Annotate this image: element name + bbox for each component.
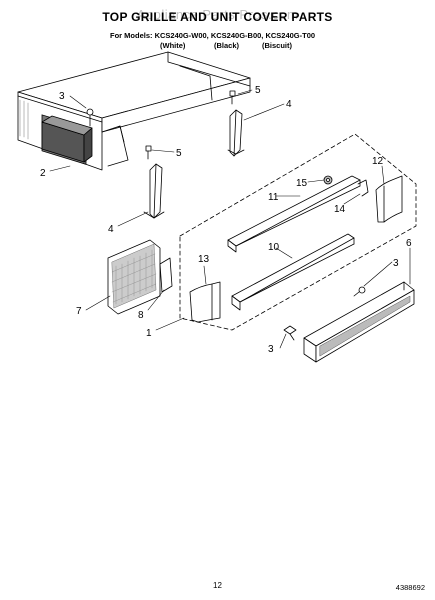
callout-3a: 3	[59, 91, 65, 102]
callout-4a: 4	[286, 99, 292, 110]
callout-labels: 3 2 5 4 5 4 15 11 14 12 6 3 3 13 10 7 8 …	[40, 85, 412, 355]
screw-part-5b	[145, 145, 152, 160]
clip-part-15	[323, 175, 333, 185]
page-number: 12	[213, 581, 222, 590]
screw-part-5a	[229, 90, 236, 105]
assembly-outline	[179, 133, 417, 331]
panel-part-8	[159, 257, 173, 293]
models-line: For Models: KCS240G-W00, KCS240G-B00, KC…	[110, 31, 316, 40]
callout-1: 1	[146, 328, 152, 339]
callout-15: 15	[296, 178, 308, 189]
callout-8: 8	[138, 310, 144, 321]
color-biscuit: (Biscuit)	[262, 41, 292, 50]
screw-part-3c	[283, 325, 297, 341]
side-panel-part-12	[375, 175, 403, 223]
unit-cover-part	[17, 51, 251, 171]
side-panel-part-13	[189, 281, 221, 323]
color-black: (Black)	[214, 41, 240, 50]
callout-11: 11	[268, 192, 279, 203]
bracket-part-4a	[227, 109, 245, 157]
callout-13: 13	[198, 254, 210, 265]
color-white: (White)	[160, 41, 186, 50]
retainer-part-14	[357, 179, 369, 197]
callout-2: 2	[40, 168, 46, 179]
callout-3c: 3	[268, 344, 274, 355]
leader-lines	[49, 89, 411, 349]
part-code: 4388692	[395, 583, 425, 592]
bracket-part-4b	[143, 163, 165, 219]
filter-part-7	[107, 239, 161, 315]
callout-14: 14	[334, 204, 346, 215]
callout-4b: 4	[108, 224, 114, 235]
callout-6: 6	[406, 238, 412, 249]
callout-3b: 3	[393, 258, 399, 269]
rail-part-11	[227, 175, 361, 253]
callout-10: 10	[268, 242, 280, 253]
front-grille-part-6	[303, 281, 415, 363]
callout-5b: 5	[176, 148, 182, 159]
screw-part-3a	[86, 108, 94, 127]
callout-12: 12	[372, 156, 384, 167]
callout-7: 7	[76, 306, 82, 317]
callout-5a: 5	[255, 85, 261, 96]
screw-part-3b	[353, 286, 366, 297]
watermark: Appliance Parts Pros.com	[136, 7, 299, 22]
page-title: TOP GRILLE AND UNIT COVER PARTS	[102, 10, 333, 24]
rail-part-10	[231, 233, 355, 311]
